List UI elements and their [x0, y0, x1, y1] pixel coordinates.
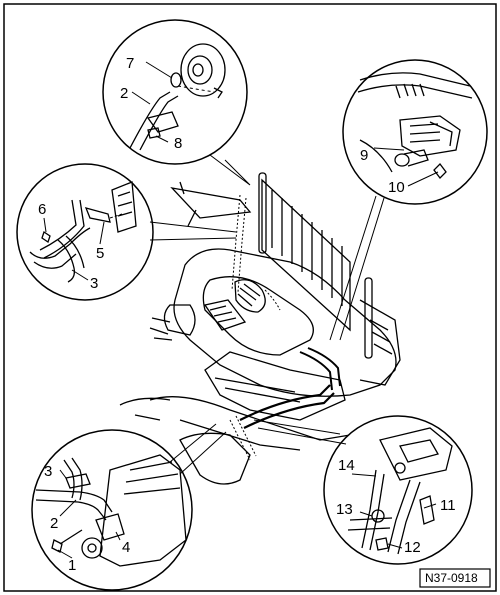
detail-circle-bottom-right: 14 13 11 12 — [253, 415, 473, 565]
callout-3: 3 — [90, 275, 98, 292]
callout-4: 4 — [122, 539, 130, 556]
callout-5: 5 — [96, 245, 104, 262]
callout-2: 2 — [120, 85, 128, 102]
callout-10: 10 — [388, 179, 405, 196]
hidden-lines — [229, 194, 281, 461]
callout-2-bottom: 2 — [50, 515, 58, 532]
callout-7: 7 — [126, 55, 134, 72]
callout-13: 13 — [336, 501, 353, 518]
callout-1: 1 — [68, 557, 76, 574]
detail-circle-bottom-left: 3 2 4 1 — [31, 423, 227, 591]
figure-reference-box: N37-0918 — [419, 568, 491, 588]
engine-bay-assembly — [119, 172, 401, 485]
figure-reference: N37-0918 — [425, 571, 478, 585]
callout-3-bottom: 3 — [44, 463, 52, 480]
callout-14: 14 — [338, 457, 355, 474]
callout-12: 12 — [404, 539, 421, 556]
diagram-frame — [3, 3, 497, 592]
detail-circle-left: 6 5 3 — [16, 163, 237, 301]
detail-circle-right: 9 10 — [329, 59, 488, 341]
callout-11: 11 — [440, 497, 456, 514]
detail-circle-top: 7 2 8 — [102, 19, 251, 186]
callout-6: 6 — [38, 201, 46, 218]
callout-9: 9 — [360, 147, 368, 164]
callout-8: 8 — [174, 135, 182, 152]
